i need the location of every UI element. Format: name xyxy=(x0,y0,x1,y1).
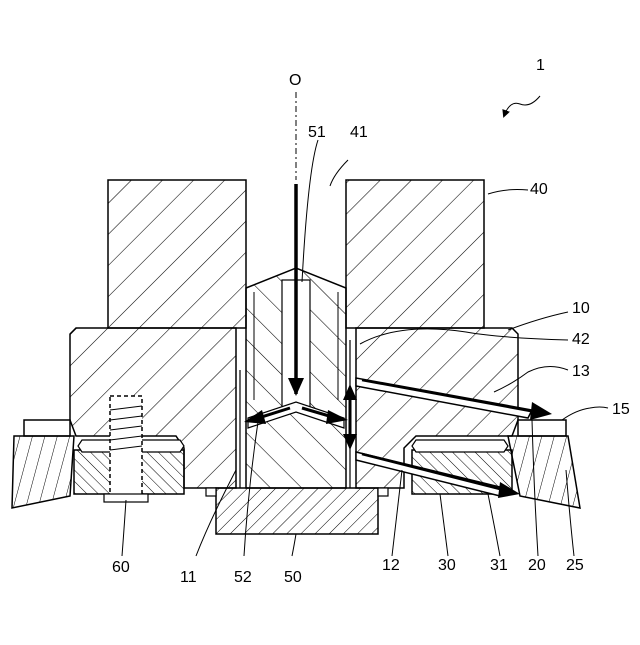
nozzle-50 xyxy=(206,488,388,534)
label-13: 13 xyxy=(572,363,590,380)
label-41: 41 xyxy=(350,124,368,141)
label-11: 11 xyxy=(180,569,197,586)
label-25: 25 xyxy=(566,557,584,574)
label-15: 15 xyxy=(612,401,630,418)
label-51: 51 xyxy=(308,124,326,141)
label-40: 40 xyxy=(530,181,548,198)
label-12: 12 xyxy=(382,557,400,574)
label-20: 20 xyxy=(528,557,546,574)
label-1: 1 xyxy=(536,57,545,74)
label-50: 50 xyxy=(284,569,302,586)
label-30: 30 xyxy=(438,557,456,574)
label-60: 60 xyxy=(112,559,130,576)
label-42: 42 xyxy=(572,331,590,348)
label-o: O xyxy=(289,72,301,89)
label-31: 31 xyxy=(490,557,508,574)
bolt-60 xyxy=(104,396,148,502)
label-52: 52 xyxy=(234,569,252,586)
label-10: 10 xyxy=(572,300,590,317)
